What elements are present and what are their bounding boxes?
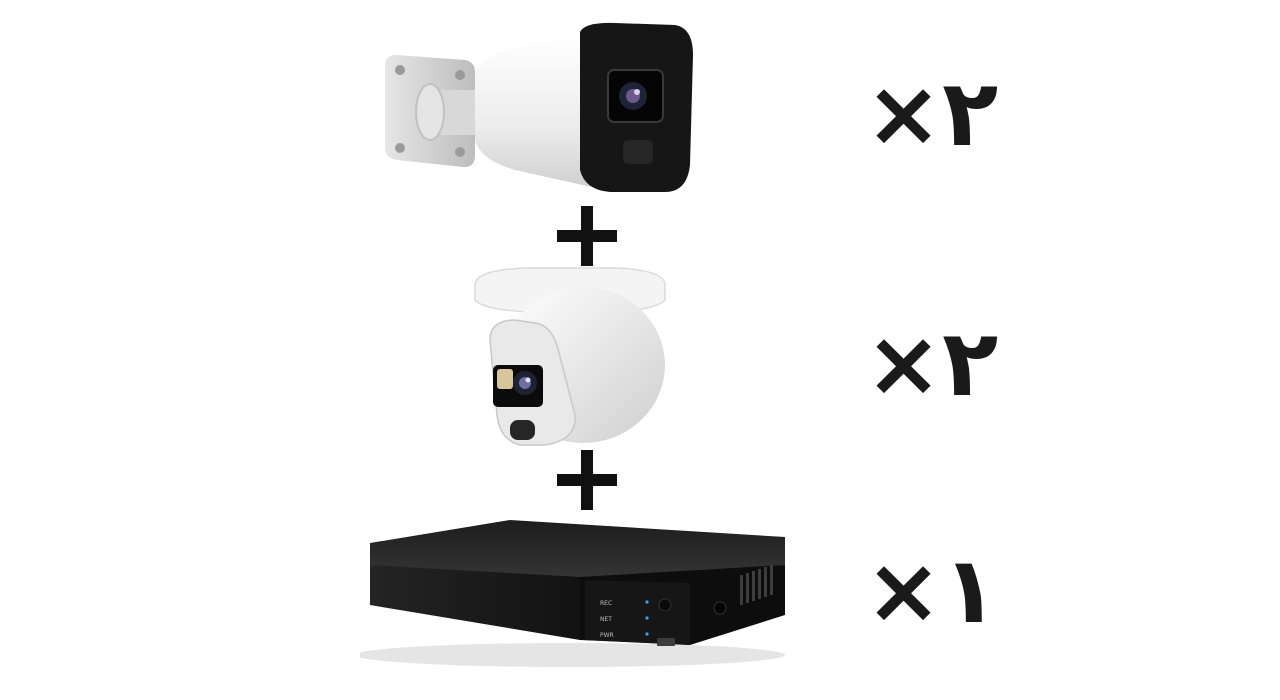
bullet-camera-image: [375, 20, 705, 200]
nvr-recorder-image: REC NET PWR: [360, 515, 800, 670]
bullet-camera-icon: [385, 22, 693, 193]
svg-text:NET: NET: [600, 616, 612, 623]
nvr-recorder-icon: REC NET PWR: [360, 520, 785, 667]
svg-text:PWR: PWR: [600, 632, 614, 639]
dome-camera-image: [465, 265, 675, 455]
plus-icon: [557, 206, 617, 266]
svg-text:REC: REC: [600, 600, 612, 607]
plus-icon: [557, 450, 617, 510]
dome-camera-quantity: ×۲: [865, 310, 999, 417]
nvr-quantity: ×۱: [865, 537, 999, 644]
dome-camera-icon: [474, 267, 666, 446]
bullet-camera-quantity: ×۲: [865, 60, 999, 167]
